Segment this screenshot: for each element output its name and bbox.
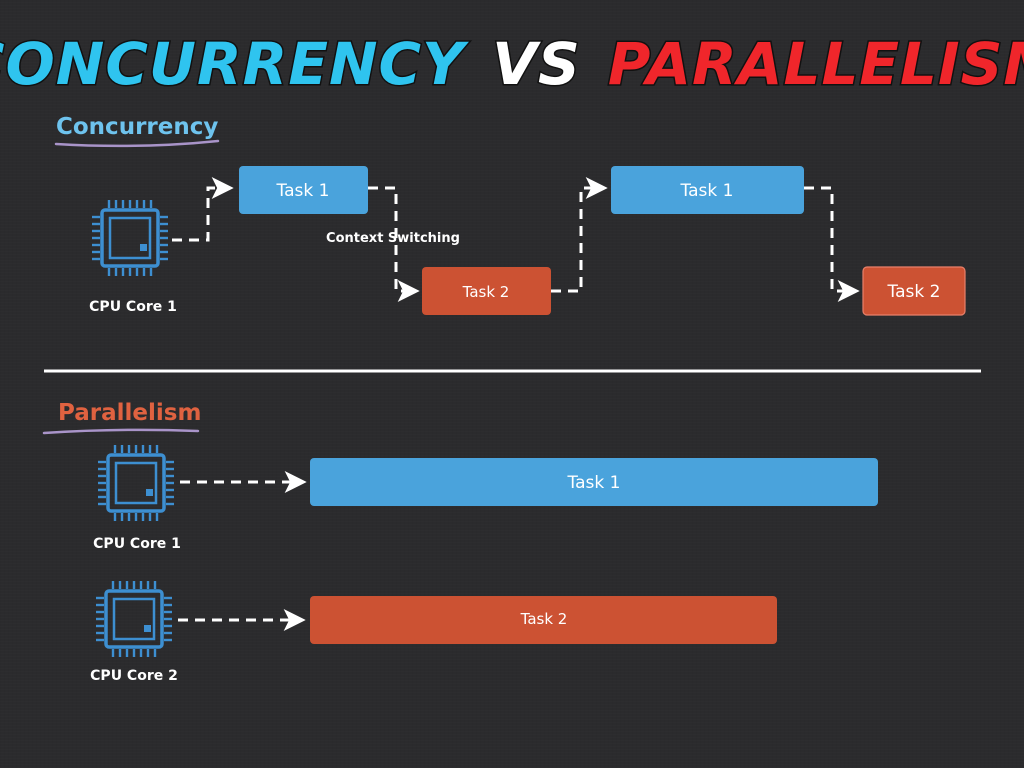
parallelism-heading: Parallelism [58, 400, 201, 426]
cpu-chip-icon [92, 200, 168, 276]
concurrency-task-2b: Task 2 [862, 266, 966, 316]
parallel-task-1: Task 1 [310, 458, 878, 506]
concurrency-task-2a: Task 2 [422, 267, 551, 315]
svg-text:Task 2: Task 2 [887, 282, 941, 302]
title-vs: VS [492, 30, 581, 98]
svg-text:Task 1: Task 1 [276, 181, 330, 201]
title-parallelism: PARALLELISM [608, 30, 1024, 98]
svg-text:Task 2: Task 2 [462, 283, 510, 301]
svg-text:Task 1: Task 1 [567, 473, 621, 493]
flow-arrow-task2-to-task1 [551, 177, 608, 293]
page-title: CONCURRENCY VS PARALLELISM [0, 30, 1024, 98]
parallelism-underline [42, 428, 200, 435]
title-concurrency: CONCURRENCY [0, 30, 469, 98]
cpu-chip-icon [96, 581, 172, 657]
cpu-chip-icon [98, 445, 174, 521]
concurrency-task-1a: Task 1 [239, 166, 368, 214]
parallel-task-2: Task 2 [310, 596, 777, 644]
flow-arrow-cpu-to-task1 [172, 177, 234, 242]
context-switching-label: Context Switching [326, 231, 460, 246]
concurrency-underline [54, 139, 220, 148]
flow-arrow-task1-to-task2 [368, 186, 420, 302]
parallel-cpu-core-2-label: CPU Core 2 [90, 668, 178, 684]
parallel-cpu-core-1-label: CPU Core 1 [93, 536, 181, 552]
concurrency-task-1b: Task 1 [611, 166, 804, 214]
concurrency-heading: Concurrency [56, 114, 218, 140]
flow-arrow-task1-to-task2-second [804, 186, 860, 302]
svg-text:Task 1: Task 1 [680, 181, 734, 201]
cpu-core-1-label: CPU Core 1 [89, 299, 177, 315]
svg-text:Task 2: Task 2 [520, 610, 568, 628]
